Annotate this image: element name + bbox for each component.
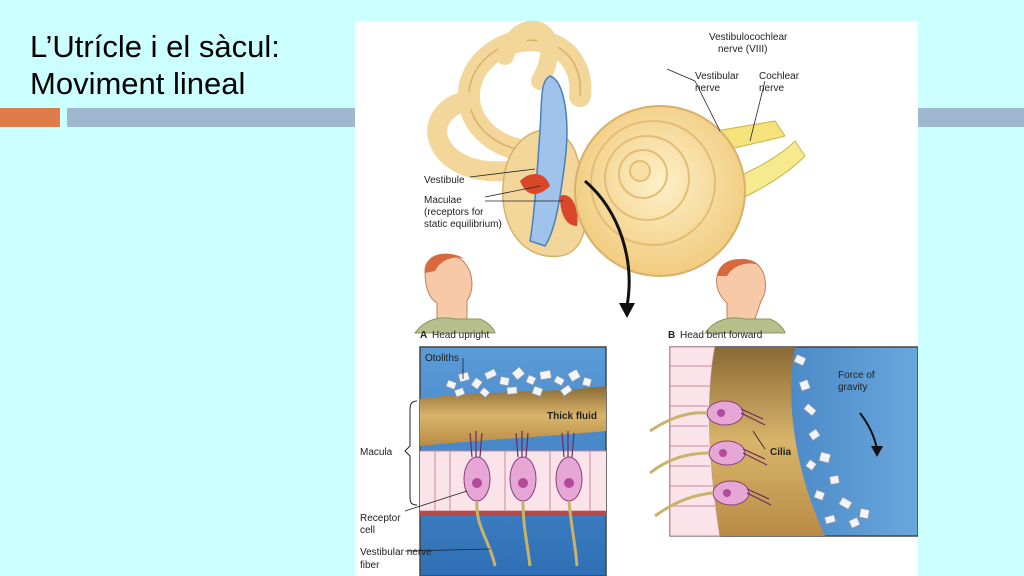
label-otoliths: Otoliths: [425, 353, 459, 364]
label-vestibular-nerve-line2: nerve: [695, 83, 720, 94]
label-maculae-line1: Maculae: [424, 195, 462, 206]
label-maculae-line2: (receptors for: [424, 207, 484, 218]
inner-ear-illustration: Vestibulocochlear nerve (VIII) Vestibula…: [360, 21, 918, 576]
label-vestibulocochlear-line2: nerve (VIII): [718, 44, 767, 55]
label-panel-a-letter: A: [420, 330, 427, 341]
slide-title-line-1: L’Utrícle i el sàcul:: [30, 29, 280, 64]
slide-title: L’Utrícle i el sàcul: Moviment lineal: [30, 28, 280, 102]
slide-title-line-2: Moviment lineal: [30, 66, 246, 101]
label-cochlear-nerve-line1: Cochlear: [759, 71, 800, 82]
label-receptor-cell-line2: cell: [360, 525, 375, 536]
panel-a-head-upright: [404, 346, 607, 576]
label-vestibule: Vestibule: [424, 175, 465, 186]
labyrinth-drawing: [427, 21, 806, 318]
label-macula: Macula: [360, 447, 393, 458]
label-panel-a-title: Head upright: [432, 330, 489, 341]
label-vestibular-fiber-line1: Vestibular nerve: [360, 547, 432, 558]
panel-b-head-bent-forward: [649, 346, 918, 537]
label-vestibular-fiber-line2: fiber: [360, 560, 380, 571]
label-vestibular-nerve-line1: Vestibular: [695, 71, 740, 82]
label-cochlear-nerve-line2: nerve: [759, 83, 784, 94]
inner-ear-figure: Vestibulocochlear nerve (VIII) Vestibula…: [355, 21, 918, 576]
label-panel-b-title: Head bent forward: [680, 330, 762, 341]
head-upright-illustration: [414, 253, 496, 334]
head-bent-forward-illustration: [704, 258, 786, 334]
label-cilia: Cilia: [770, 447, 792, 458]
label-receptor-cell-line1: Receptor: [360, 513, 401, 524]
label-vestibulocochlear-line1: Vestibulocochlear: [709, 32, 788, 43]
label-panel-b-letter: B: [668, 330, 675, 341]
label-thick-fluid: Thick fluid: [547, 411, 597, 422]
label-maculae-line3: static equilibrium): [424, 219, 502, 230]
label-force-of-gravity-line2: gravity: [838, 382, 867, 393]
label-force-of-gravity-line1: Force of: [838, 370, 875, 381]
accent-bar-orange: [0, 108, 60, 127]
